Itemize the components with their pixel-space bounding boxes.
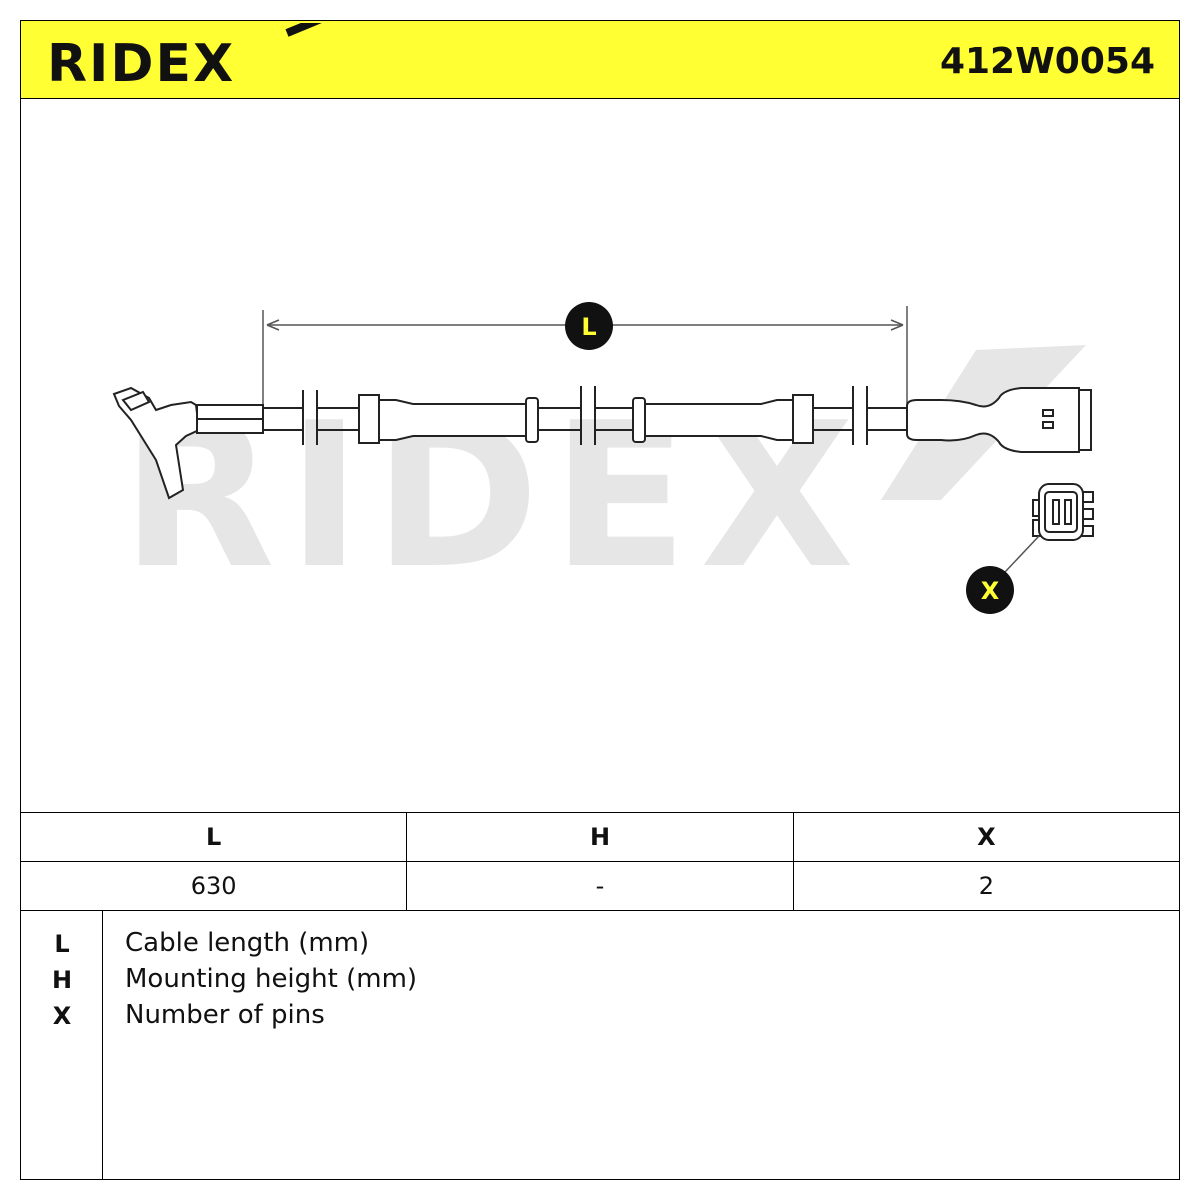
spec-value-l: 630: [19, 861, 408, 911]
part-number: 412W0054: [939, 41, 1155, 82]
dimension-badge-l: L: [565, 302, 613, 350]
sensor-cable: [112, 386, 1092, 500]
connector-pointer: [1004, 535, 1040, 573]
ridex-watermark: RIDEX: [121, 345, 1086, 613]
svg-text:RIDEX: RIDEX: [47, 34, 235, 94]
sensor-diagram: RIDEX L: [112, 302, 1094, 614]
spec-header-h: H: [406, 812, 794, 862]
spec-value-x: 2: [792, 861, 1181, 911]
legend-desc-l: Cable length (mm): [125, 928, 370, 958]
legend-key-column: [21, 910, 103, 1179]
spec-table: L H X 630 - 2: [19, 812, 1181, 911]
spec-header-l: L: [19, 812, 408, 862]
connector-face: [1032, 483, 1094, 541]
legend-desc-h: Mounting height (mm): [125, 964, 418, 994]
header-bar: RIDEX 412W0054: [21, 21, 1179, 99]
spec-header-x: X: [792, 812, 1181, 862]
legend-key-h: H: [51, 966, 73, 994]
spec-table-header-row: L H X: [19, 812, 1181, 862]
legend-key-x: X: [52, 1002, 72, 1030]
svg-text:L: L: [581, 313, 596, 341]
legend-key-l: L: [54, 930, 70, 958]
legend: L Cable length (mm) H Mounting height (m…: [20, 910, 1180, 1180]
legend-desc-x: Number of pins: [125, 1000, 325, 1030]
svg-text:X: X: [981, 577, 1000, 605]
spec-table-value-row: 630 - 2: [19, 861, 1181, 911]
spec-value-h: -: [406, 861, 794, 911]
connector-badge-x: X: [966, 566, 1014, 614]
ridex-logo: RIDEX: [47, 23, 322, 94]
